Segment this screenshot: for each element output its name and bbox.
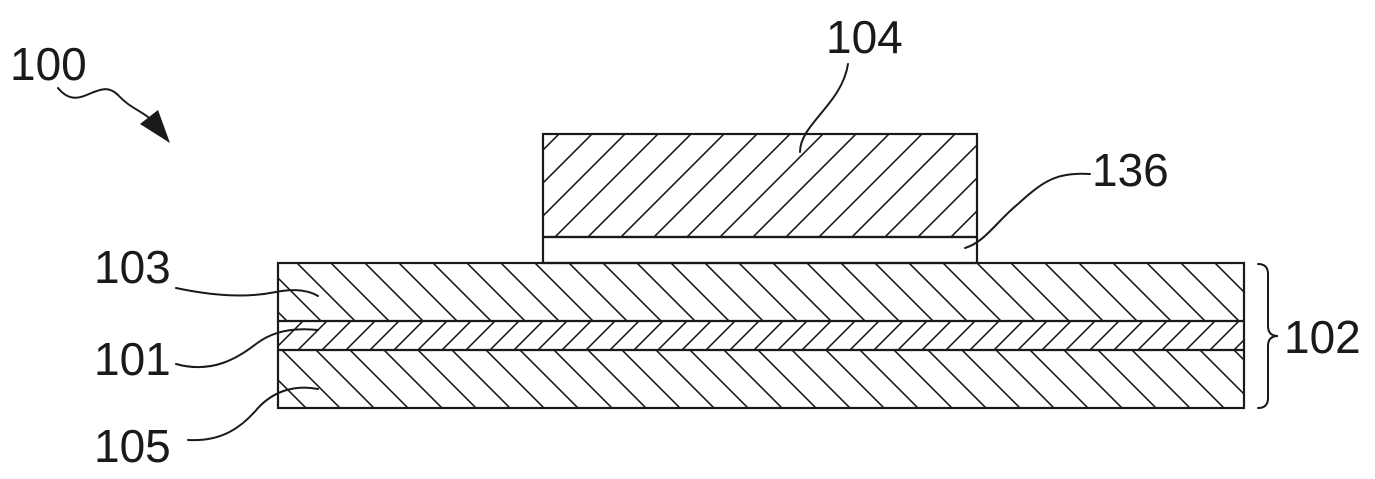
stack-102-outline bbox=[276, 261, 1246, 410]
stack-brace bbox=[1257, 263, 1279, 409]
label-103: 103 bbox=[94, 241, 171, 293]
leader-101 bbox=[175, 328, 319, 369]
label-101: 101 bbox=[94, 333, 171, 385]
top-block-104 bbox=[543, 134, 977, 237]
label-102: 102 bbox=[1284, 311, 1361, 363]
label-136: 136 bbox=[1092, 144, 1169, 196]
leader-136 bbox=[964, 172, 1091, 249]
leader-105 bbox=[187, 386, 319, 442]
middle-layer-101 bbox=[278, 321, 1244, 350]
upper-layer-103 bbox=[278, 263, 1244, 321]
lower-layer-105 bbox=[278, 350, 1244, 408]
label-105: 105 bbox=[94, 420, 171, 472]
leader-104 bbox=[799, 63, 849, 153]
assembly-arrow-head bbox=[140, 110, 170, 143]
label-104: 104 bbox=[826, 11, 903, 63]
thin-film-136 bbox=[541, 235, 979, 265]
assembly-arrow-curve bbox=[57, 87, 153, 121]
label-100: 100 bbox=[10, 38, 87, 90]
leader-103 bbox=[175, 287, 319, 297]
